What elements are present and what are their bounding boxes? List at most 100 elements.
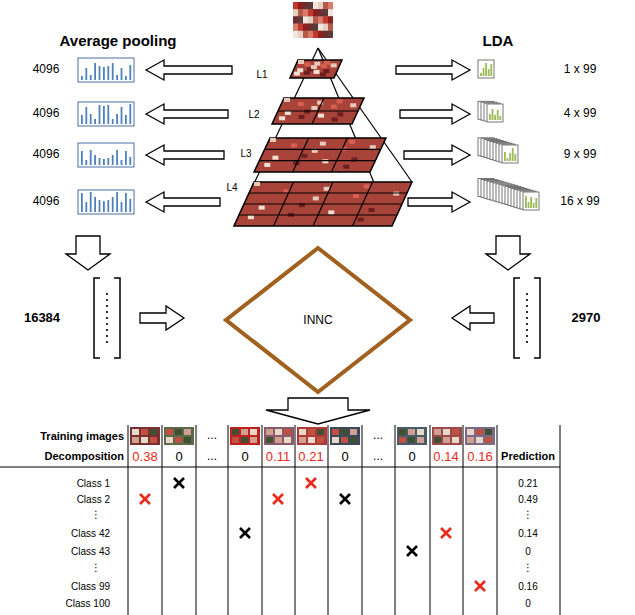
- histogram-bar: [99, 66, 101, 80]
- rect-shape: [323, 9, 328, 16]
- texture: [248, 215, 254, 219]
- training-thumbnail: [432, 427, 462, 445]
- hollow-arrow: [396, 60, 470, 80]
- histogram-box: [78, 102, 134, 126]
- texture: [408, 429, 415, 435]
- grid-line: [239, 214, 397, 215]
- texture: [467, 437, 474, 443]
- training-thumbnail: [297, 427, 327, 445]
- rect-shape: [298, 9, 303, 16]
- histogram-bar: [85, 160, 87, 165]
- rect-shape: [308, 31, 313, 38]
- texture: [434, 437, 441, 443]
- texture: [317, 437, 324, 443]
- rect-shape: [293, 16, 298, 23]
- level-label: L2: [248, 109, 259, 120]
- texture: [266, 429, 273, 435]
- table-cell: 0.16: [467, 450, 492, 464]
- pyramid-level: [254, 138, 386, 172]
- table-cell: Class 100: [66, 598, 110, 609]
- hollow-arrow: [452, 306, 494, 330]
- node-label: INNC: [303, 313, 332, 327]
- histogram-bar: [116, 150, 118, 165]
- histogram-bar: [125, 193, 127, 212]
- rect-shape: [328, 24, 333, 31]
- table-rule: [128, 425, 129, 615]
- histogram-bar: [514, 154, 516, 161]
- training-thumbnail: [465, 427, 495, 445]
- vector-dot: [526, 341, 528, 343]
- table-cell: 0.49: [518, 494, 537, 505]
- rect-shape: [313, 31, 318, 38]
- histogram-bar: [499, 116, 501, 120]
- table-rule: [463, 425, 464, 615]
- histogram-bar: [525, 196, 527, 208]
- table-cell: ⋮: [523, 509, 533, 520]
- vector-dot: [526, 311, 528, 313]
- rect-shape: [298, 24, 303, 31]
- table-cell: ⋮: [523, 562, 533, 573]
- histogram-bar: [129, 199, 131, 212]
- dimension-label: 4 x 99: [564, 107, 597, 120]
- level-label: L1: [256, 69, 267, 80]
- histogram-bar: [512, 148, 514, 161]
- rect-shape: [313, 9, 318, 16]
- class-cross: [306, 478, 316, 488]
- training-thumbnail: [397, 427, 427, 445]
- table-rule: [328, 425, 329, 615]
- texture: [298, 102, 304, 106]
- rect-shape: [308, 16, 313, 23]
- vector-size: 2970: [572, 311, 601, 325]
- texture: [399, 437, 406, 443]
- table-cell: Class 43: [71, 546, 110, 557]
- histogram-bar: [99, 158, 101, 165]
- histogram-bar: [116, 192, 118, 212]
- histogram-bar: [497, 110, 499, 120]
- texture: [141, 429, 148, 435]
- histogram-bar: [90, 150, 92, 165]
- texture: [331, 105, 337, 109]
- rect-shape: [298, 2, 303, 9]
- histogram-bar: [116, 75, 118, 80]
- histogram-bar: [125, 76, 127, 80]
- vector-size: 16384: [24, 311, 60, 325]
- rect-shape: [323, 2, 328, 9]
- rect-shape: [323, 24, 328, 31]
- histogram-bar: [485, 63, 487, 76]
- table-cell: ...: [373, 429, 383, 442]
- texture: [166, 437, 173, 443]
- diamond-shape: [226, 248, 410, 392]
- rect-shape: [298, 31, 303, 38]
- texture: [304, 110, 310, 114]
- texture: [291, 143, 297, 147]
- training-thumbnail: [130, 427, 160, 445]
- texture: [476, 437, 483, 443]
- rect-shape: [303, 31, 308, 38]
- class-cross: [240, 528, 250, 538]
- texture: [341, 429, 348, 435]
- histogram-bar: [535, 198, 537, 208]
- histogram-bar: [107, 158, 109, 165]
- hollow-arrow: [146, 104, 228, 124]
- training-thumbnail: [164, 427, 194, 445]
- texture: [369, 208, 375, 212]
- texture: [299, 437, 306, 443]
- rect-shape: [318, 24, 323, 31]
- table-rule: [262, 425, 263, 615]
- table-cell: 0.11: [266, 450, 290, 464]
- histogram-box: [78, 143, 134, 167]
- texture: [467, 429, 474, 435]
- texture: [275, 437, 282, 443]
- vector-bracket: [514, 278, 520, 358]
- dimension-label: 9 x 99: [564, 148, 597, 161]
- texture: [266, 437, 273, 443]
- texture: [141, 437, 148, 443]
- texture: [270, 138, 276, 142]
- vector-dot: [106, 305, 108, 307]
- training-thumbnail: [330, 427, 360, 445]
- section-heading: Average pooling: [60, 33, 177, 50]
- table-cell: 0.16: [518, 581, 537, 592]
- class-cross: [475, 581, 485, 591]
- class-cross: [441, 528, 451, 538]
- texture: [232, 429, 239, 435]
